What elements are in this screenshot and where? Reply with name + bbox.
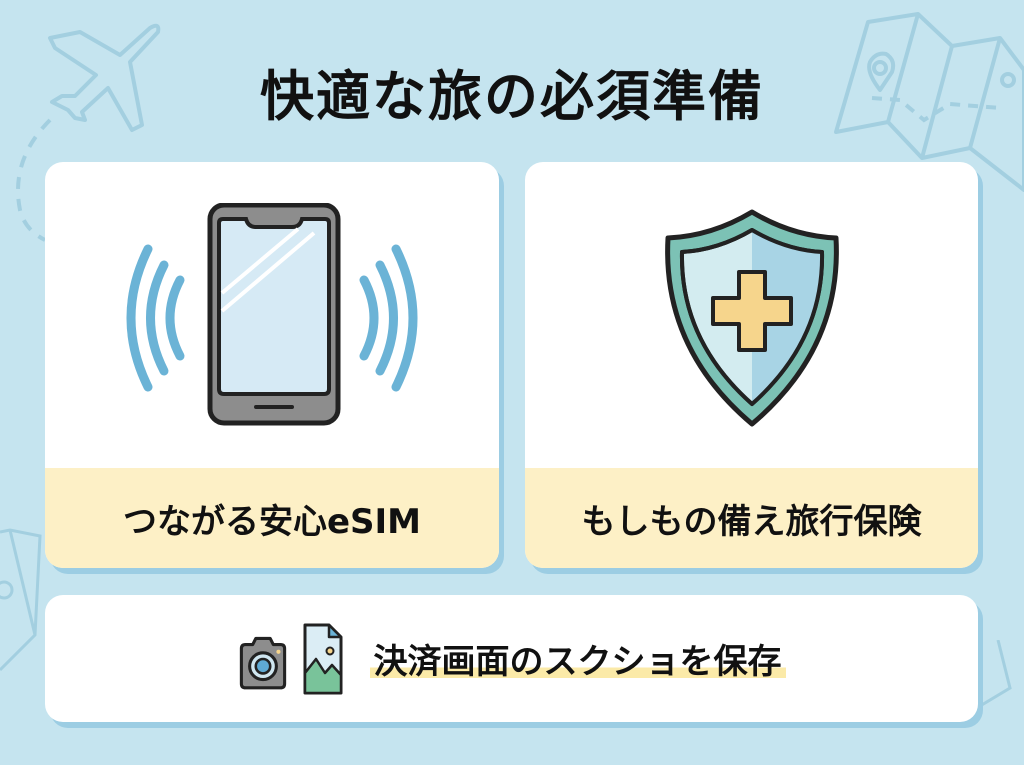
page-title: 快適な旅の必須準備	[260, 65, 764, 128]
screenshot-label: 決済画面のスクショを保存	[369, 634, 786, 683]
esim-label: つながる安心eSIM	[45, 468, 499, 568]
insurance-card: もしもの備え旅行保険	[525, 162, 978, 568]
airplane-icon	[16, 23, 161, 242]
folded-map-icon	[834, 12, 1024, 192]
shield-cross-icon	[664, 209, 839, 427]
camera-icon	[239, 636, 286, 689]
screenshot-card: 決済画面のスクショを保存	[45, 595, 978, 722]
esim-card: つながる安心eSIM	[45, 162, 499, 568]
insurance-label: もしもの備え旅行保険	[525, 468, 978, 568]
folded-map-icon	[0, 528, 42, 672]
smartphone-signal-icon	[126, 203, 418, 426]
image-file-icon	[303, 623, 342, 694]
